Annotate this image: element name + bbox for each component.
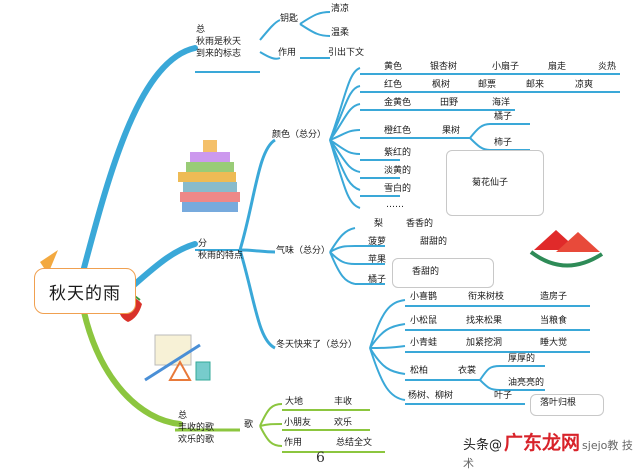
color-row7: 雪白的 <box>384 184 412 194</box>
winter-r2-1: 找来松果 <box>466 316 503 326</box>
branch2-label-2: 秋雨的特点 <box>198 251 244 261</box>
color-row5: 紫红的 <box>384 148 412 158</box>
color-row3-0: 金黄色 <box>384 98 412 108</box>
watermark-c: 广东龙网 <box>504 432 581 454</box>
smell-item-4: 橘子 <box>368 275 387 285</box>
winter-r4-1: 衣裳 <box>458 366 477 376</box>
smell-note-2: 甜甜的 <box>420 237 448 247</box>
trunk-branch2 <box>131 241 198 288</box>
school-supplies-illustration <box>144 334 211 382</box>
branch3-r2-0: 小朋友 <box>284 418 312 428</box>
color-row2-3: 邮来 <box>526 80 545 90</box>
branch3-r1-1: 丰收 <box>334 397 353 407</box>
color-row2-2: 邮票 <box>478 80 497 90</box>
winter-label: 冬天快来了（总分） <box>276 340 358 350</box>
color-row4-0: 橙红色 <box>384 126 412 136</box>
winter-r2-0: 小松鼠 <box>410 316 438 326</box>
color-row2-0: 红色 <box>384 80 403 90</box>
winter-r3-2: 睡大觉 <box>540 338 568 348</box>
winter-r1-2: 造房子 <box>540 292 568 302</box>
winter-r5-1: 叶子 <box>494 391 513 401</box>
fall-bracket <box>530 394 604 416</box>
branch1-sub2: 作用 <box>278 48 297 58</box>
flower-label: 菊花仙子 <box>472 178 509 188</box>
color-row1-1: 银杏树 <box>430 62 458 72</box>
color-row3-1: 田野 <box>440 98 459 108</box>
branch2-node: 分 秋雨的特点 <box>198 238 243 262</box>
winter-r3-0: 小青蛙 <box>410 338 438 348</box>
winter-r4-0: 松柏 <box>410 366 429 376</box>
page-number: 6 <box>316 450 325 466</box>
branch1-sub1-a: 清凉 <box>331 4 350 14</box>
smell-combined: 香甜的 <box>412 267 440 277</box>
winter-r5-0: 杨树、柳树 <box>408 391 454 401</box>
watermark-d: sjejo教 技术 <box>463 439 633 470</box>
color-row2-1: 枫树 <box>432 80 451 90</box>
root-title: 秋天的雨 <box>49 283 121 304</box>
color-row2-4: 凉爽 <box>575 80 594 90</box>
winter-r4-2: 厚厚的 <box>508 354 536 364</box>
color-row6: 淡黄的 <box>384 166 412 176</box>
color-row3-2: 海洋 <box>492 98 511 108</box>
branch1-sub1-b: 温柔 <box>331 28 350 38</box>
color-row8: …… <box>386 200 404 210</box>
color-row4-1: 果树 <box>442 126 461 136</box>
smell-item-3: 苹果 <box>368 255 387 265</box>
branch1-sub2-a: 引出下文 <box>328 48 365 58</box>
branch3-r1-0: 大地 <box>285 397 304 407</box>
root-title-box: 秋天的雨 <box>34 268 136 314</box>
books-illustration <box>178 140 240 212</box>
trunk-branch1 <box>81 45 198 271</box>
trunk-branch3 <box>81 309 183 427</box>
flower-bracket <box>446 150 544 216</box>
winter-r1-0: 小喜鹊 <box>410 292 438 302</box>
watermark-b: @ <box>489 438 503 453</box>
winter-r2-2: 当粮食 <box>540 316 568 326</box>
watermelon-illustration <box>529 230 604 268</box>
color-row1-2: 小扇子 <box>492 62 520 72</box>
smell-bracket <box>392 258 494 288</box>
branch3-r3-0: 作用 <box>284 438 303 448</box>
color-row1-3: 扇走 <box>548 62 567 72</box>
smell-item-2: 菠萝 <box>368 237 387 247</box>
smell-label: 气味（总分） <box>276 246 331 256</box>
branch3-r3-1: 总结全文 <box>336 438 373 448</box>
branch1-node: 总 秋雨是秋天 到来的标志 <box>196 24 241 60</box>
colors-label: 颜色（总分） <box>272 130 327 140</box>
watermark-a: 头条 <box>463 438 490 453</box>
branch3-label-2: 丰收的歌 <box>178 423 215 433</box>
color-row1-4: 炎热 <box>598 62 617 72</box>
branch2-label-1: 分 <box>198 239 208 249</box>
color-row4-3: 柿子 <box>494 138 513 148</box>
branch3-r2-1: 欢乐 <box>334 418 353 428</box>
branch1-label-2: 秋雨是秋天 <box>196 37 242 47</box>
winter-r3-1: 加紧挖洞 <box>466 338 503 348</box>
winter-fall: 落叶归根 <box>540 398 577 408</box>
smell-item-1: 梨 <box>374 219 384 229</box>
branch1-label-3: 到来的标志 <box>196 49 242 59</box>
smell-note-1: 香香的 <box>406 219 434 229</box>
winter-r4-3: 油亮亮的 <box>508 378 545 388</box>
branch3-song: 歌 <box>244 420 254 430</box>
color-row4-2: 橘子 <box>494 112 513 122</box>
color-row1-0: 黄色 <box>384 62 403 72</box>
winter-r1-1: 衔来树枝 <box>468 292 505 302</box>
branch3-label-3: 欢乐的歌 <box>178 435 215 445</box>
branch1-sub1: 钥匙 <box>280 14 299 24</box>
branch3-node: 总 丰收的歌 欢乐的歌 <box>178 410 214 446</box>
branch1-label-1: 总 <box>196 25 206 35</box>
branch3-label-1: 总 <box>178 411 188 421</box>
